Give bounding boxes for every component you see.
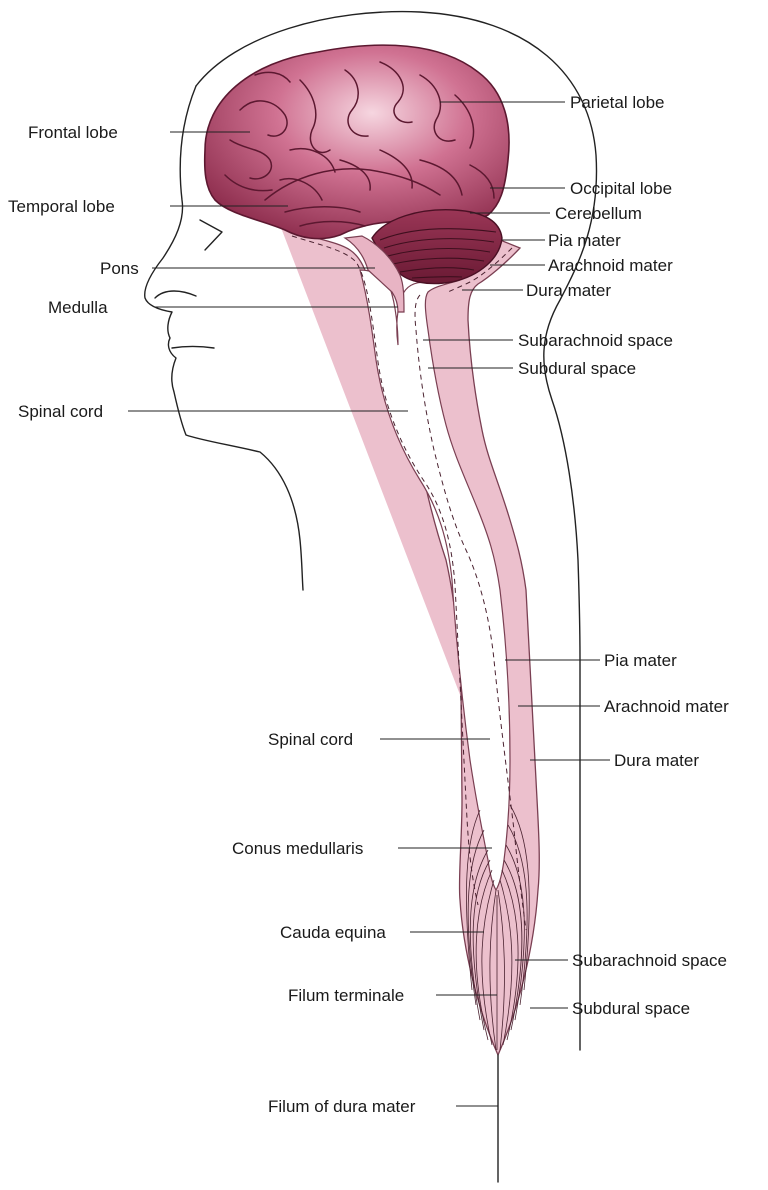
label-filum-of-dura-mater: Filum of dura mater [268,1097,416,1116]
label-temporal-lobe: Temporal lobe [8,197,115,216]
label-arachnoid-mater-upper: Arachnoid mater [548,256,673,275]
label-conus-medullaris: Conus medullaris [232,839,363,858]
label-spinal-cord-upper: Spinal cord [18,402,103,421]
label-spinal-cord-lower: Spinal cord [268,730,353,749]
label-pons: Pons [100,259,139,278]
label-pia-mater-lower: Pia mater [604,651,677,670]
label-filum-terminale: Filum terminale [288,986,404,1005]
label-cauda-equina: Cauda equina [280,923,386,942]
spinal-canal [280,225,539,1182]
label-subdural-space-lower: Subdural space [572,999,690,1018]
label-medulla: Medulla [48,298,108,317]
label-subarachnoid-space-lower: Subarachnoid space [572,951,727,970]
mouth-outline [172,347,214,349]
label-dura-mater-lower: Dura mater [614,751,699,770]
label-dura-mater-upper: Dura mater [526,281,611,300]
cerebrum-shape [205,45,509,238]
label-parietal-lobe: Parietal lobe [570,93,665,112]
label-occipital-lobe: Occipital lobe [570,179,672,198]
label-frontal-lobe: Frontal lobe [28,123,118,142]
label-cerebellum: Cerebellum [555,204,642,223]
nostril-outline [155,291,196,298]
label-arachnoid-mater-lower: Arachnoid mater [604,697,729,716]
label-pia-mater-upper: Pia mater [548,231,621,250]
eye-outline [200,220,222,250]
label-subarachnoid-space-upper: Subarachnoid space [518,331,673,350]
label-subdural-space-upper: Subdural space [518,359,636,378]
